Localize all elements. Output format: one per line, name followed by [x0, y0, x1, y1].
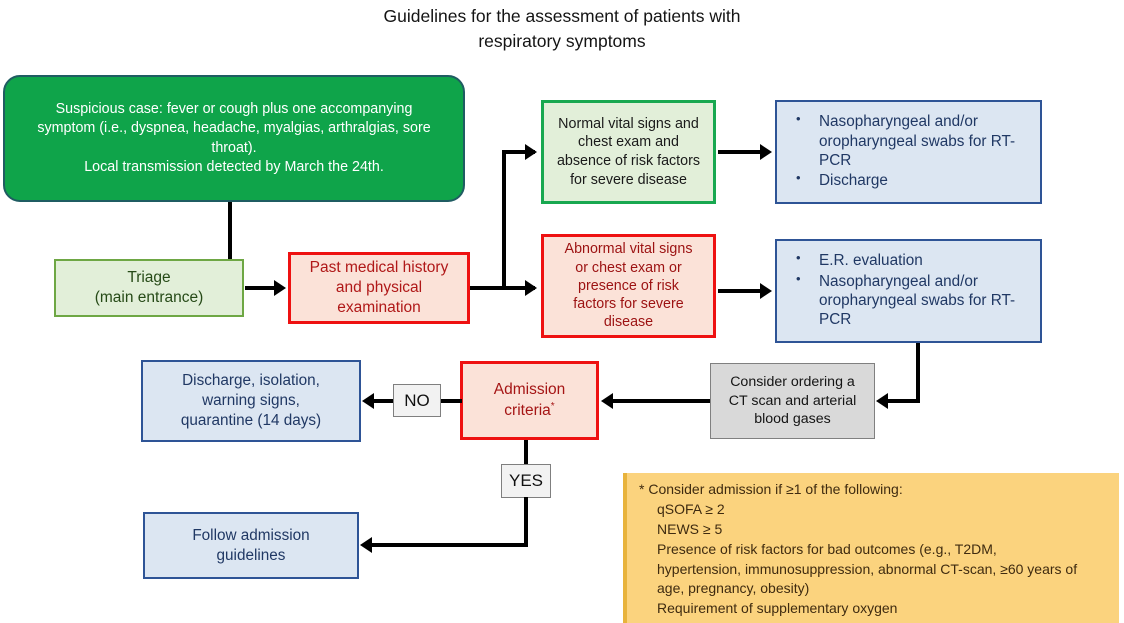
edge-label-yes: YES: [501, 464, 551, 498]
suspicious-line-3: throat).: [211, 139, 257, 156]
discharge-line-3: quarantine (14 days): [180, 412, 322, 430]
connector-admission-to-no: [440, 399, 462, 403]
footnote-item: NEWS ≥ 5: [657, 520, 723, 537]
normal-line-3: absence of risk factors: [556, 153, 701, 169]
admission-line-2: criteria*: [469, 400, 590, 421]
connector-abnormal-to-er: [718, 289, 765, 293]
footnote-item: qSOFA ≥ 2: [657, 500, 725, 517]
admission-line-1: Admission: [493, 380, 566, 398]
abnormal-line-5: disease: [603, 314, 654, 331]
footnote-item: Presence of risk factors for bad outcome…: [657, 540, 997, 557]
node-past-medical-history: Past medical history and physical examin…: [288, 252, 470, 324]
list-item: E.R. evaluation: [787, 250, 1032, 270]
page-title-line-1: Guidelines for the assessment of patient…: [383, 6, 741, 26]
arrowhead-er-to-ct: [876, 393, 888, 409]
node-follow-admission-guidelines: Follow admission guidelines: [143, 512, 359, 579]
footnote-item: Requirement of supplementary oxygen: [657, 600, 898, 617]
node-normal-vital-signs: Normal vital signs and chest exam and ab…: [541, 100, 716, 204]
connector-pmh-to-abnormal: [470, 286, 535, 290]
ct-line-2: CT scan and arterial: [728, 392, 857, 409]
node-admission-criteria: Admission criteria*: [460, 361, 599, 440]
admission-footnote-marker: *: [550, 400, 555, 412]
ct-line-1: Consider ordering a: [730, 374, 855, 391]
list-item: Nasopharyngeal and/or oropharyngeal swab…: [787, 271, 1032, 330]
er-bullet-list: E.R. evaluation Nasopharyngeal and/or or…: [777, 247, 1040, 334]
connector-no-to-discharge: [372, 399, 395, 403]
arrowhead-no-to-discharge: [362, 393, 374, 409]
arrowhead-yes-to-follow: [360, 537, 372, 553]
swabs-bullet-list: Nasopharyngeal and/or oropharyngeal swab…: [777, 108, 1040, 195]
arrowhead-branch-to-normal: [525, 144, 537, 160]
edge-label-no: NO: [393, 384, 441, 417]
connector-er-to-ct-horizontal: [886, 399, 920, 403]
normal-line-4: for severe disease: [570, 171, 687, 188]
connector-suspicious-to-triage: [228, 202, 232, 260]
connector-branch-to-normal: [502, 150, 535, 154]
node-ct-scan: Consider ordering a CT scan and arterial…: [710, 363, 875, 439]
edge-label-no-text: NO: [404, 390, 430, 410]
normal-line-2: chest exam and: [578, 134, 679, 151]
connector-ct-to-admission: [611, 399, 710, 403]
edge-label-yes-text: YES: [508, 471, 544, 490]
connector-yes-vertical: [524, 497, 528, 547]
list-item: Discharge: [787, 170, 1032, 190]
abnormal-line-4: factors for severe: [573, 296, 684, 313]
abnormal-line-3: presence of risk: [578, 277, 679, 294]
footnote-admission-criteria: * Consider admission if ≥1 of the follow…: [623, 473, 1119, 623]
pmh-line-1: Past medical history: [309, 259, 449, 277]
node-triage: Triage (main entrance): [54, 259, 244, 317]
node-er-evaluation: E.R. evaluation Nasopharyngeal and/or or…: [775, 239, 1042, 343]
triage-line-2: (main entrance): [94, 289, 204, 306]
pmh-line-2: and physical: [335, 279, 423, 297]
connector-yes-to-follow: [370, 543, 527, 547]
suspicious-line-1: Suspicious case: fever or cough plus one…: [55, 100, 413, 117]
arrowhead-normal-to-swabs: [760, 144, 772, 160]
page-title: Guidelines for the assessment of patient…: [0, 4, 1124, 54]
discharge-line-2: warning signs,: [202, 391, 300, 409]
follow-line-1: Follow admission: [192, 526, 310, 544]
suspicious-line-2: symptom (i.e., dyspnea, headache, myalgi…: [37, 120, 431, 137]
footnote-item: hypertension, immunosuppression, abnorma…: [657, 560, 1078, 577]
abnormal-line-2: or chest exam or: [575, 259, 682, 276]
follow-line-2: guidelines: [216, 546, 286, 564]
page-title-line-2: respiratory symptoms: [478, 31, 646, 51]
footnote-heading: * Consider admission if ≥1 of the follow…: [639, 481, 903, 497]
arrowhead-abnormal-to-er: [760, 283, 772, 299]
node-abnormal-vital-signs: Abnormal vital signs or chest exam or pr…: [541, 234, 716, 338]
connector-triage-to-pmh: [245, 286, 276, 290]
connector-normal-to-swabs: [718, 150, 765, 154]
arrowhead-pmh-to-abnormal: [525, 280, 537, 296]
admission-line-2-text: criteria: [504, 402, 551, 420]
arrowhead-triage-to-pmh: [274, 280, 286, 296]
node-discharge-isolation: Discharge, isolation, warning signs, qua…: [141, 360, 361, 442]
normal-line-1: Normal vital signs and: [558, 115, 699, 132]
footnote-item: age, pregnancy, obesity): [657, 580, 810, 597]
node-swabs-discharge: Nasopharyngeal and/or oropharyngeal swab…: [775, 100, 1042, 204]
connector-er-to-ct-vertical: [916, 343, 920, 401]
arrowhead-ct-to-admission: [601, 393, 613, 409]
list-item: Nasopharyngeal and/or oropharyngeal swab…: [787, 111, 1032, 170]
pmh-line-3: examination: [337, 298, 421, 316]
suspicious-line-4: Local transmission detected by March the…: [84, 158, 384, 175]
triage-line-1: Triage: [127, 268, 171, 286]
node-suspicious-case: Suspicious case: fever or cough plus one…: [3, 75, 465, 202]
connector-admission-to-yes: [524, 440, 528, 466]
abnormal-line-1: Abnormal vital signs: [564, 241, 693, 258]
connector-branch-vertical: [502, 150, 506, 288]
ct-line-3: blood gases: [754, 411, 831, 428]
discharge-line-1: Discharge, isolation,: [182, 371, 320, 389]
